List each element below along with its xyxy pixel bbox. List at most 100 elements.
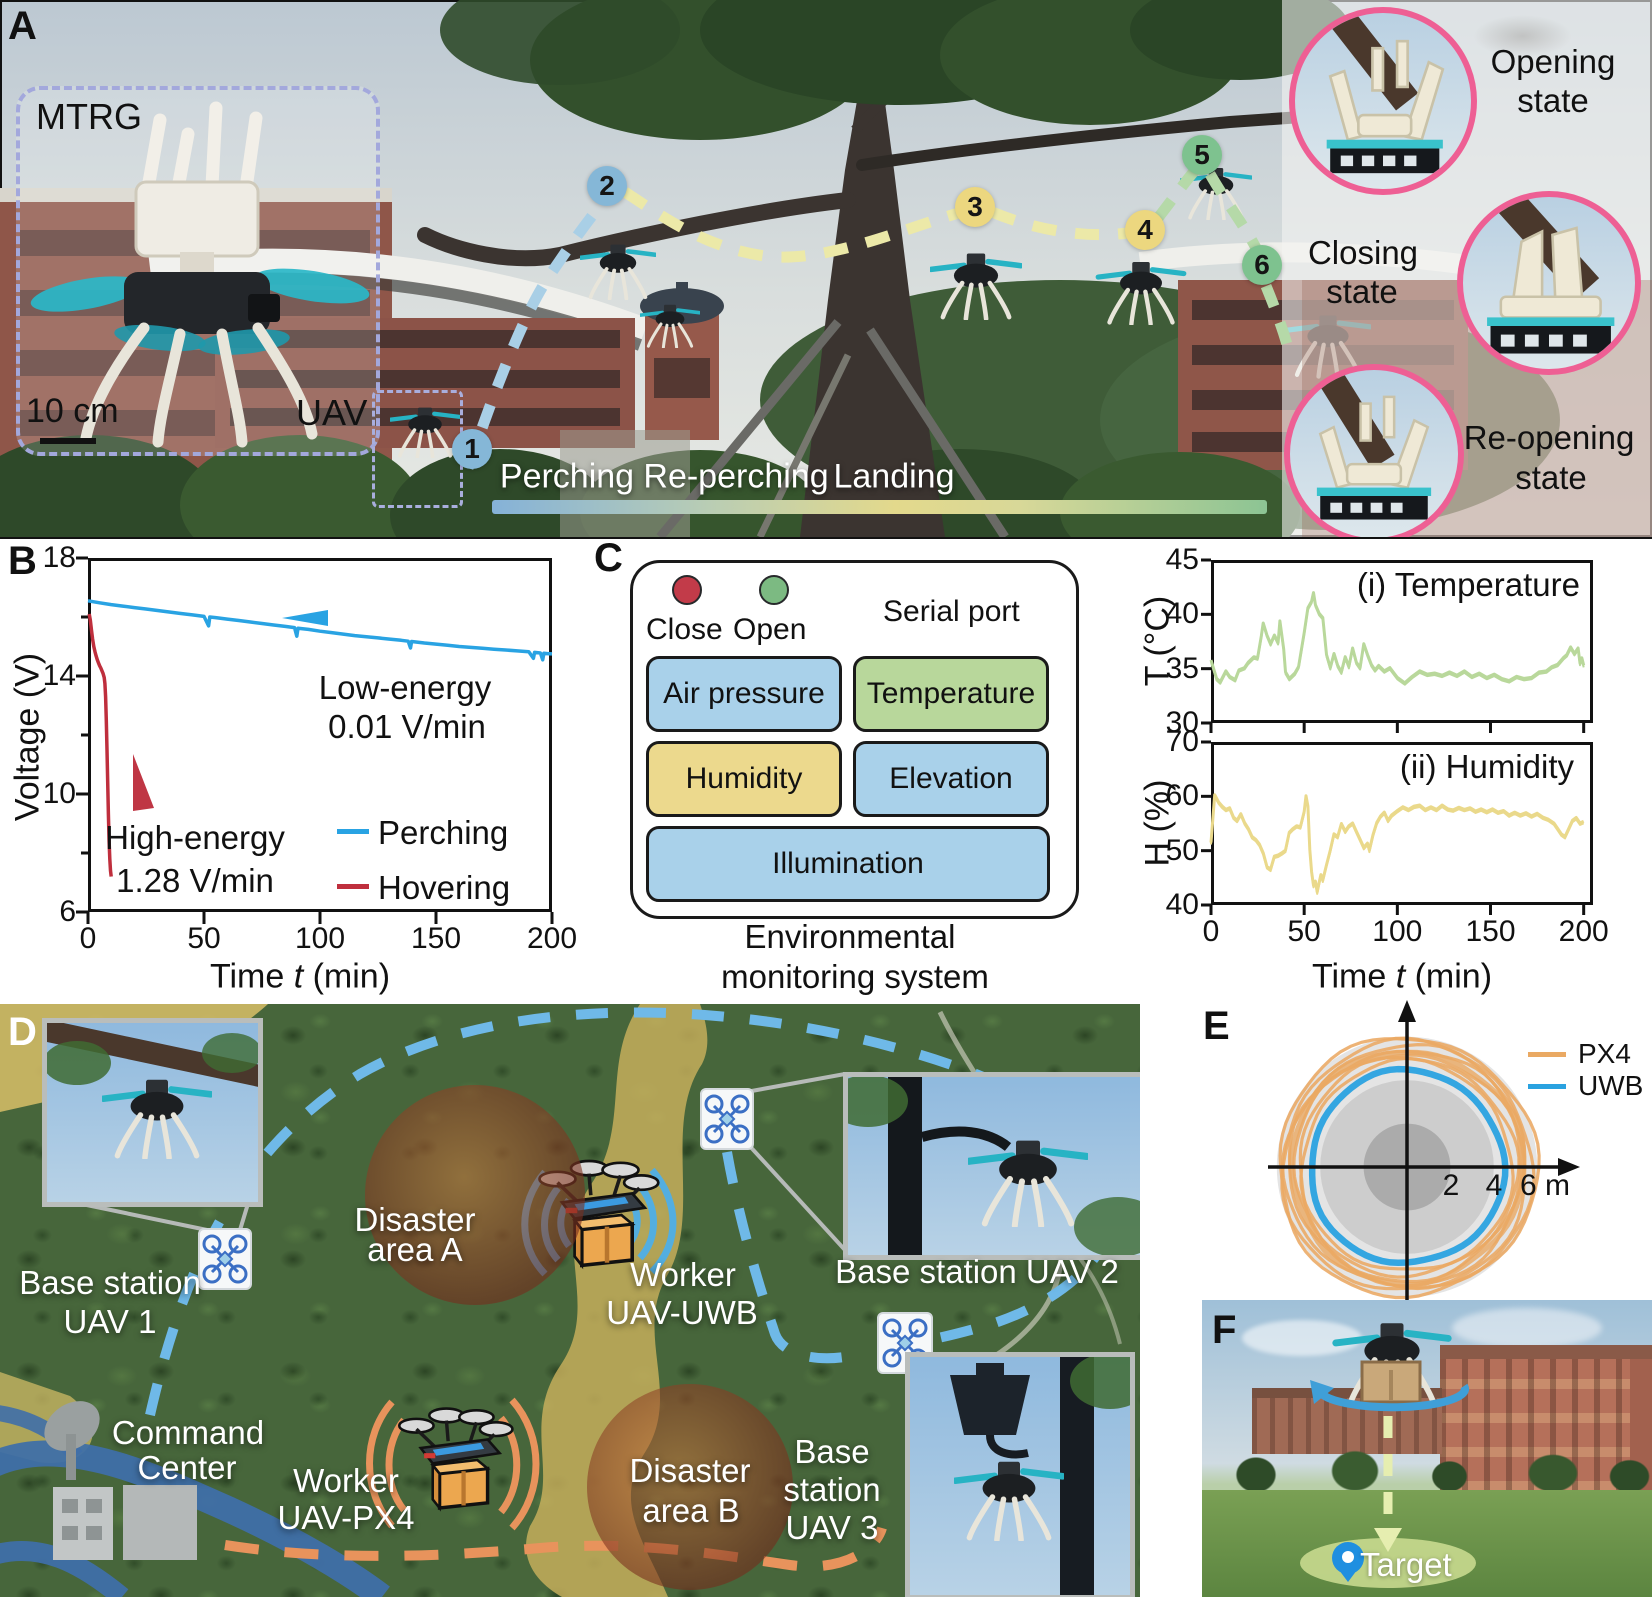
phase-landing: Landing <box>833 457 955 496</box>
reopening-state-line1: Re-opening <box>1463 419 1635 456</box>
time-axis-label-c: Time t (min) <box>1311 957 1493 996</box>
panel-a-photo: MTRG UAV 10 cm <box>0 0 1652 539</box>
px4-route <box>224 1526 887 1572</box>
temperature-chart-title: (i) Temperature <box>1356 566 1580 603</box>
base3-label-3: UAV 3 <box>785 1509 879 1546</box>
closing-state-photo <box>1457 191 1641 375</box>
command-center-icons <box>44 1401 197 1560</box>
phase-reperching: Re-perching <box>643 457 829 496</box>
y-tick-50: 50 <box>1165 833 1199 867</box>
disaster-a-label-2: area A <box>367 1231 463 1268</box>
sensor-humidity: Humidity <box>646 741 842 817</box>
worker-uwb-label-2: UAV-UWB <box>606 1294 758 1331</box>
e-tick-4: 4 <box>1485 1169 1503 1202</box>
uwb-legend-swatch <box>1528 1084 1566 1089</box>
command-center-label-1: Command <box>111 1414 265 1451</box>
high-energy-annotation: High-energy <box>105 819 285 856</box>
time-axis-label-b: Time t (min) <box>209 957 391 996</box>
command-center-label-2: Center <box>137 1449 237 1486</box>
y-tick-60: 60 <box>1165 779 1199 813</box>
perching-legend-swatch <box>337 829 369 834</box>
x-tick-150: 150 <box>1465 915 1516 948</box>
close-label: Close <box>646 613 723 646</box>
x-tick-50: 50 <box>187 922 221 955</box>
arena-roof-left <box>148 248 650 342</box>
descent-arrowhead <box>1374 1528 1402 1552</box>
x-tick-150: 150 <box>410 922 462 955</box>
base-station-1-icon <box>198 1228 252 1290</box>
reopening-state-line2: state <box>1515 459 1587 496</box>
e-tick-2: 2 <box>1442 1169 1460 1202</box>
px4-legend-swatch <box>1528 1052 1566 1057</box>
perching-legend-label: Perching <box>378 814 509 851</box>
phase-gradient-bar <box>492 500 1267 514</box>
opening-state-line2: state <box>1517 82 1589 119</box>
y-tick-40: 40 <box>1165 888 1199 921</box>
scale-bar <box>40 438 96 444</box>
humidity-chart-title: (ii) Humidity <box>1399 748 1574 785</box>
px4-legend-label: PX4 <box>1578 1038 1631 1069</box>
x-tick-0: 0 <box>79 922 97 955</box>
low-energy-rate: 0.01 V/min <box>328 708 486 745</box>
scale-label: 10 cm <box>26 392 119 430</box>
open-indicator-dot <box>759 575 789 605</box>
panel-a-letter: A <box>8 4 37 48</box>
panel-d-letter: D <box>8 1010 37 1054</box>
panel-f-photo: Target F <box>1202 1300 1652 1597</box>
y-tick-6: 6 <box>59 895 76 928</box>
base3-label-2: station <box>783 1471 881 1508</box>
low-energy-annotation: Low-energy <box>318 669 492 706</box>
sequence-marker-1: 1 <box>452 429 492 469</box>
c-title-line1: Environmental <box>744 918 956 955</box>
base1-label-2: UAV 1 <box>63 1303 157 1340</box>
worker-px4-label-1: Worker <box>293 1462 399 1499</box>
base2-label: Base station UAV 2 <box>835 1253 1119 1290</box>
base-station-1-photo <box>42 1018 263 1207</box>
x-tick-200: 200 <box>1558 915 1609 948</box>
base-station-3-photo <box>905 1352 1135 1597</box>
base-station-2-icon <box>700 1088 754 1150</box>
worker-uwb-label-1: Worker <box>630 1256 736 1293</box>
uav-closeup-drawing <box>30 101 370 448</box>
uav-label: UAV <box>296 392 368 433</box>
disaster-b-label-1: Disaster <box>629 1452 751 1489</box>
panel-d-map: Base station UAV 1 Disaster area A Worke… <box>0 1004 1140 1597</box>
base3-label-1: Base <box>794 1433 870 1470</box>
sequence-marker-6: 6 <box>1242 245 1282 285</box>
x-tick-100: 100 <box>294 922 346 955</box>
trajectory-plot <box>1268 1000 1580 1300</box>
humidity-axis-label: H (%) <box>1138 779 1177 867</box>
voltage-axis-label: Voltage (V) <box>8 652 47 822</box>
worker-px4-label-2: UAV-PX4 <box>277 1499 415 1536</box>
disaster-b-label-2: area B <box>642 1492 740 1529</box>
closing-state-line2: state <box>1326 273 1398 310</box>
y-tick-70: 70 <box>1165 725 1199 758</box>
panel-e-letter: E <box>1203 1004 1230 1048</box>
sensor-air-pressure: Air pressure <box>646 656 842 732</box>
base1-label-1: Base station <box>19 1264 201 1301</box>
serial-port-label: Serial port <box>883 595 1020 628</box>
temperature-axis-label: T (°C) <box>1138 595 1177 687</box>
sensor-elevation: Elevation <box>853 741 1049 817</box>
x-tick-50: 50 <box>1287 915 1321 948</box>
sensor-temperature: Temperature <box>853 656 1049 732</box>
y-tick-30: 30 <box>1165 706 1199 739</box>
opening-state-line1: Opening <box>1490 43 1616 80</box>
monitoring-system-box: Close Open Serial port Air pressure Temp… <box>630 560 1079 919</box>
panel-f-graphics <box>1310 1300 1469 1582</box>
e-tick-6m: 6 m <box>1519 1169 1571 1202</box>
hovering-legend-label: Hovering <box>378 869 511 906</box>
high-energy-rate: 1.28 V/min <box>116 862 274 899</box>
rotation-arrow <box>1316 1383 1469 1412</box>
disaster-area-a-zone <box>365 1085 585 1305</box>
opening-state-photo <box>1289 7 1477 195</box>
panel-f-letter: F <box>1212 1308 1237 1352</box>
uwb-legend-label: UWB <box>1578 1070 1644 1101</box>
y-tick-35: 35 <box>1165 651 1199 685</box>
sequence-marker-4: 4 <box>1125 210 1165 250</box>
x-tick-100: 100 <box>1372 915 1423 948</box>
